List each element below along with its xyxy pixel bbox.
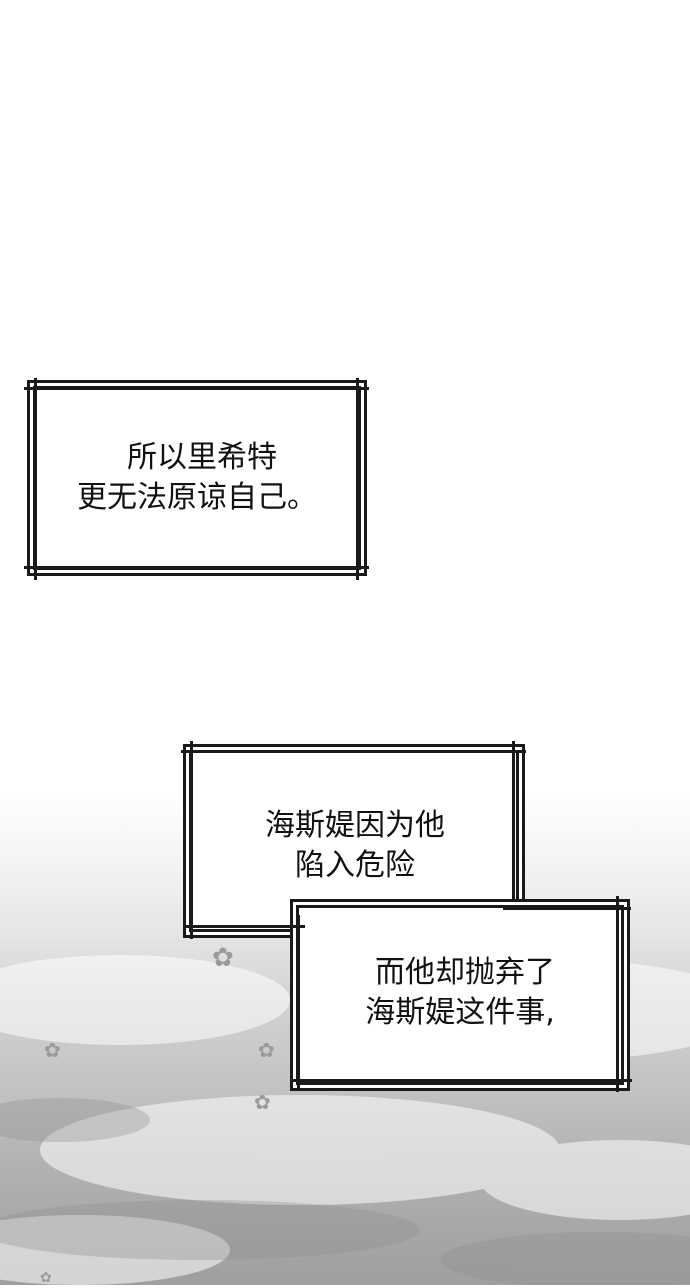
narration-line: 海斯媞这件事,: [365, 995, 555, 1030]
flower-icon: ✿: [258, 1038, 275, 1062]
frame-line: [190, 741, 193, 939]
flower-icon: ✿: [40, 1270, 52, 1286]
narration-box-2: [189, 750, 519, 932]
frame-line: [24, 566, 369, 569]
narration-line: 所以里希特: [127, 440, 277, 475]
frame-line: [34, 378, 37, 580]
narration-line: 陷入危险: [295, 848, 415, 883]
frame-line: [290, 1079, 632, 1082]
flower-icon: ✿: [44, 1038, 61, 1062]
frame-line: [356, 378, 359, 580]
frame-line: [185, 925, 305, 928]
frame-line: [503, 907, 631, 910]
narration-line: 而他却抛弃了: [375, 955, 555, 990]
narration-line: 更无法原谅自己。: [77, 480, 317, 515]
narration-box-3: [296, 905, 624, 1085]
narration-box-1: [33, 386, 361, 570]
frame-line: [512, 741, 515, 921]
frame-line: [297, 915, 300, 1091]
frame-line: [181, 750, 526, 753]
frame-line: [616, 896, 619, 1092]
flower-icon: ✿: [212, 943, 234, 973]
narration-line: 海斯媞因为他: [265, 808, 445, 843]
frame-line: [24, 387, 369, 390]
flower-icon: ✿: [254, 1090, 271, 1114]
